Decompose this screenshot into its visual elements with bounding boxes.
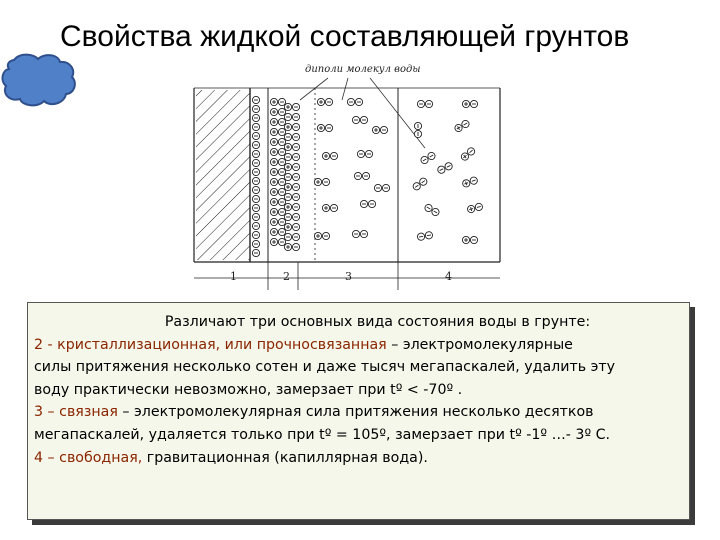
- dipole-molecule: [413, 121, 423, 139]
- dipole-molecule: [461, 235, 479, 245]
- dipole-molecule: [283, 142, 301, 152]
- dipole-molecule: [416, 99, 434, 109]
- water-states-diagram: диполи молекул воды 1 2 3 4: [193, 64, 501, 290]
- dipole-molecule: [283, 212, 301, 222]
- item-2-line-3: воду практически невозможно, замерзает п…: [34, 381, 463, 398]
- item-4-term: 4 – свободная,: [34, 449, 143, 466]
- solid-particle: [196, 90, 250, 260]
- water-dipoles: [251, 95, 483, 258]
- zone-label-2: 2: [283, 270, 290, 283]
- dipole-molecule: [371, 125, 389, 135]
- dipole-molecule: [269, 207, 287, 217]
- dipole-molecule: [356, 149, 374, 159]
- dipole-molecule: [269, 177, 287, 187]
- dipole-molecule: [424, 203, 440, 217]
- dipole-molecule: [269, 97, 287, 107]
- dipole-molecule: [412, 177, 428, 191]
- dipole-molecule: [359, 199, 377, 209]
- dipole-molecule: [283, 112, 301, 122]
- dipole-molecule: [283, 202, 301, 212]
- zone-label-3: 3: [345, 270, 352, 283]
- dipole-molecule: [321, 203, 339, 213]
- dipole-molecule: [269, 157, 287, 167]
- dipole-molecule: [269, 147, 287, 157]
- dipole-molecule: [283, 182, 301, 192]
- dipole-molecule: [269, 227, 287, 237]
- dipole-molecule: [269, 127, 287, 137]
- item-3-rest: – электромолекулярная сила притяжения не…: [117, 404, 594, 421]
- dipole-molecule: [269, 107, 287, 117]
- dipole-molecule: [346, 97, 364, 107]
- item-2-rest: – электромолекулярные: [386, 336, 573, 353]
- dipole-molecule: [269, 197, 287, 207]
- info-box: Различают три основных вида состояния во…: [27, 302, 690, 520]
- dipole-molecule: [417, 231, 433, 241]
- cloud-shape: [1, 53, 76, 107]
- dipole-molecule: [269, 217, 287, 227]
- item-2-term: 2 - кристаллизационная, или прочносвязан…: [34, 336, 387, 353]
- dipole-molecule: [321, 151, 339, 161]
- dipole-molecule: [437, 162, 453, 174]
- dipole-molecule: [351, 115, 369, 125]
- dipole-molecule: [353, 171, 371, 181]
- dipole-molecule: [283, 102, 301, 112]
- item-3-line-1: 3 – связная – электромолекулярная сила п…: [34, 401, 681, 424]
- slide-title: Свойства жидкой составляющей грунтов: [60, 20, 630, 53]
- dipole-molecule: [461, 99, 479, 109]
- zone-label-1: 1: [230, 270, 237, 283]
- dipole-molecule: [283, 122, 301, 132]
- dipole-molecule: [313, 177, 331, 187]
- dipole-molecule: [269, 167, 287, 177]
- item-4-line-1: 4 – свободная, гравитационная (капиллярн…: [34, 447, 681, 470]
- dipole-caption: диполи молекул воды: [305, 64, 420, 75]
- dipole-molecule: [316, 123, 334, 133]
- dipole-molecule: [460, 147, 476, 161]
- dipole-molecule: [283, 222, 301, 232]
- dipole-molecule: [283, 192, 301, 202]
- dipole-molecule: [420, 151, 436, 165]
- dipole-molecule: [467, 202, 483, 214]
- dipole-molecule: [269, 117, 287, 127]
- item-4-rest: гравитационная (капиллярная вода).: [142, 449, 428, 466]
- dipole-molecule: [283, 152, 301, 162]
- dipole-molecule: [283, 162, 301, 172]
- dipole-molecule: [269, 187, 287, 197]
- dipole-molecule: [313, 231, 331, 241]
- dipole-molecule: [454, 119, 470, 133]
- dipole-molecule: [283, 132, 301, 142]
- dipole-molecule: [269, 237, 287, 247]
- item-3-line-2: мегапаскалей, удаляется только при tº = …: [34, 426, 611, 443]
- info-heading: Различают три основных вида состояния во…: [164, 314, 591, 330]
- dipole-molecule: [462, 176, 478, 188]
- dipole-molecule: [373, 183, 391, 193]
- dipole-molecule: [351, 229, 369, 239]
- dipole-molecule: [283, 232, 301, 242]
- item-3-term: 3 – связная: [34, 404, 118, 421]
- dipole-molecule: [283, 242, 301, 252]
- item-2-line-1: 2 - кристаллизационная, или прочносвязан…: [34, 334, 681, 357]
- dipole-molecule: [283, 172, 301, 182]
- dipole-molecule: [269, 137, 287, 147]
- item-2-line-2: силы притяжения несколько сотен и даже т…: [34, 359, 616, 376]
- dipole-molecule: [316, 97, 334, 107]
- zone-label-4: 4: [445, 270, 452, 283]
